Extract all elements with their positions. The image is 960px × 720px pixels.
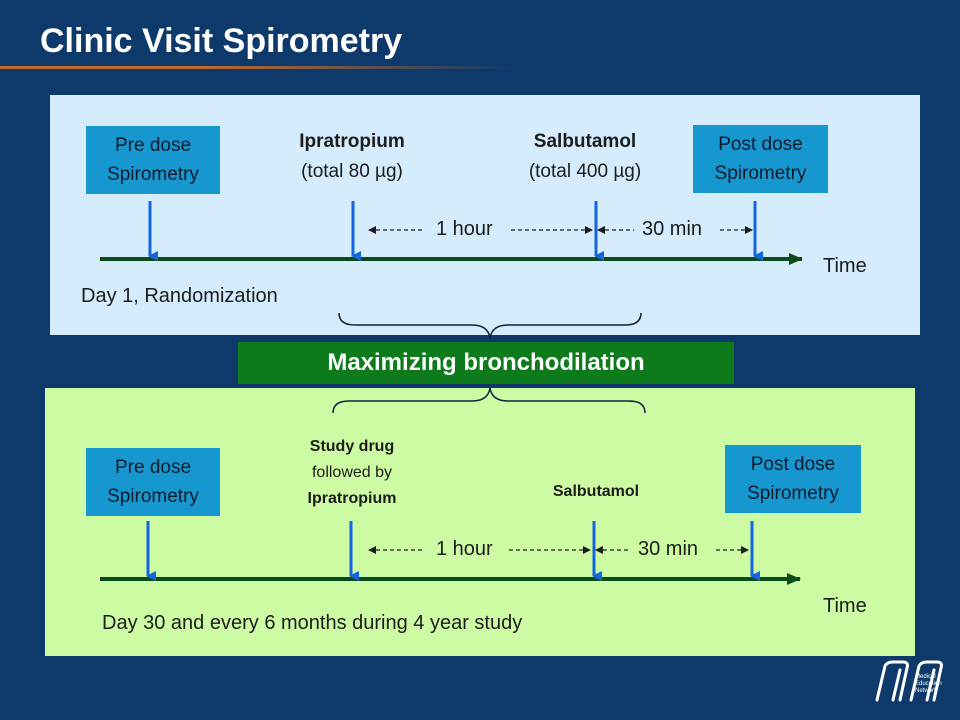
top-drug2-name: Salbutamol [533, 131, 637, 152]
top-brace [338, 312, 642, 339]
bottom-drug1-followup: Ipratropium [307, 490, 397, 507]
bottom-drug2-name: Salbutamol [552, 483, 640, 500]
bottom-pre-dose-line1: Pre dose [114, 457, 192, 478]
slide-title: Clinic Visit Spirometry [40, 22, 403, 60]
bottom-brace [332, 387, 646, 414]
top-interval-1hour: 1 hour [436, 218, 493, 240]
medical-education-network-logo: Medical Education Network [873, 660, 953, 710]
top-drug2-label: Salbutamol (total 400 µg) [495, 127, 675, 187]
bottom-drug2-label: Salbutamol [526, 479, 666, 505]
bottom-post-dose-line2: Spirometry [747, 483, 839, 504]
top-caption: Day 1, Randomization [81, 285, 278, 307]
top-post-dose-box: Post dose Spirometry [693, 125, 828, 193]
bottom-interval-1hour: 1 hour [436, 538, 493, 560]
top-drug1-dose: (total 80 µg) [301, 161, 403, 182]
top-pre-dose-line2: Spirometry [107, 164, 199, 185]
logo-text-line1: Medical [915, 674, 936, 680]
top-drug1-name: Ipratropium [299, 131, 405, 152]
top-post-dose-line2: Spirometry [714, 163, 807, 184]
bottom-drug1-name: Study drug [309, 438, 395, 455]
bottom-pre-dose-line2: Spirometry [107, 486, 199, 507]
bottom-post-dose-line1: Post dose [750, 454, 836, 475]
bottom-caption: Day 30 and every 6 months during 4 year … [102, 612, 523, 634]
bottom-panel [45, 388, 915, 656]
logo-mark-icon [875, 660, 943, 702]
bottom-time-label: Time [823, 595, 867, 617]
top-post-dose-line1: Post dose [718, 134, 803, 155]
top-drug2-dose: (total 400 µg) [528, 161, 642, 182]
logo-text-line3: Network [915, 688, 938, 694]
top-pre-dose-box: Pre dose Spirometry [86, 126, 220, 194]
top-drug1-label: Ipratropium (total 80 µg) [262, 127, 442, 187]
top-pre-dose-line1: Pre dose [114, 135, 192, 156]
bottom-drug1-connector: followed by [311, 464, 393, 481]
bottom-interval-30min: 30 min [638, 538, 699, 560]
bronchodilation-banner: Maximizing bronchodilation [238, 342, 734, 384]
bottom-drug1-label: Study drug followed by Ipratropium [272, 434, 432, 512]
top-interval-30min: 30 min [642, 218, 703, 240]
logo-text-line2: Education [915, 681, 942, 687]
title-underline [0, 66, 520, 69]
bottom-post-dose-box: Post dose Spirometry [725, 445, 861, 513]
top-time-label: Time [823, 255, 867, 277]
bottom-pre-dose-box: Pre dose Spirometry [86, 448, 220, 516]
